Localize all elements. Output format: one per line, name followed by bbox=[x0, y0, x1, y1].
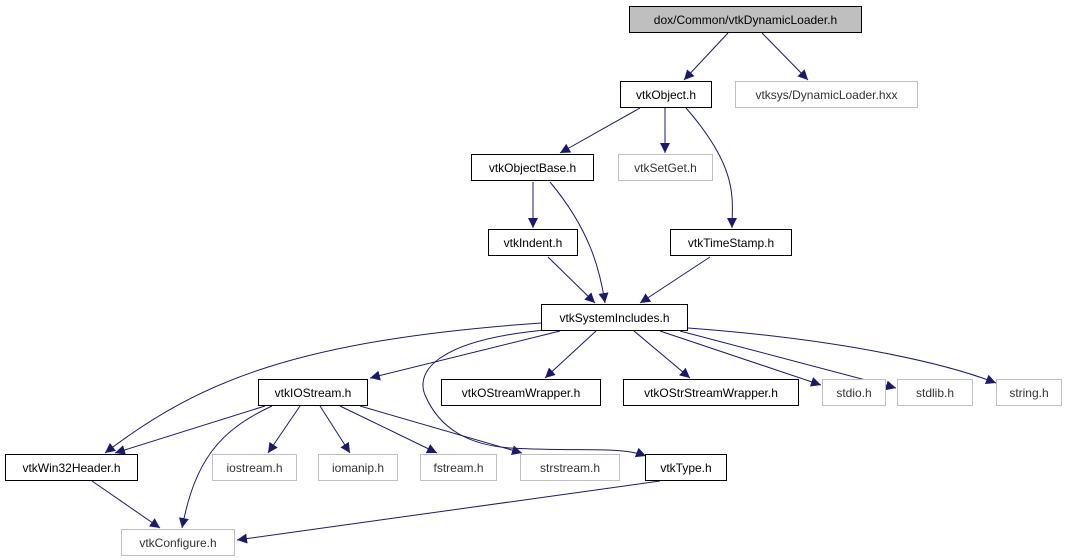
node-vtkostrstreamwrapper[interactable]: vtkOStrStreamWrapper.h bbox=[623, 379, 799, 406]
edge-root-vtksys bbox=[761, 32, 809, 81]
edge-iostream-iostreamh bbox=[267, 405, 301, 454]
edge-timestamp-systemincludes bbox=[639, 256, 711, 304]
edge-root-vtkobject bbox=[683, 32, 729, 81]
node-vtktype[interactable]: vtkType.h bbox=[645, 454, 727, 481]
edge-iostream-win32header bbox=[114, 405, 266, 455]
node-root[interactable]: dox/Common/vtkDynamicLoader.h bbox=[629, 6, 862, 33]
edge-iostream-fstream bbox=[339, 405, 438, 454]
node-vtkiostream[interactable]: vtkIOStream.h bbox=[258, 379, 368, 406]
node-vtkobject[interactable]: vtkObject.h bbox=[620, 81, 712, 108]
edge-iostream-strstream bbox=[359, 405, 523, 456]
node-vtksys-dynamicloader: vtksys/DynamicLoader.hxx bbox=[735, 81, 918, 108]
edge-systemincludes-stdlib bbox=[679, 330, 897, 391]
node-stdio: stdio.h bbox=[822, 379, 886, 406]
node-vtksetget: vtkSetGet.h bbox=[618, 154, 713, 181]
edge-vtkobject-objectbase bbox=[559, 107, 641, 154]
node-iostream: iostream.h bbox=[212, 454, 297, 481]
node-vtkostreamwrapper[interactable]: vtkOStreamWrapper.h bbox=[441, 379, 601, 406]
node-fstream: fstream.h bbox=[420, 454, 497, 481]
edge-systemincludes-iostream bbox=[369, 330, 561, 381]
edge-systemincludes-win32header bbox=[104, 322, 542, 454]
node-vtkindent[interactable]: vtkIndent.h bbox=[488, 229, 578, 256]
edge-win32header-configure bbox=[91, 480, 161, 529]
edge-systemincludes-stdio bbox=[659, 330, 822, 387]
edge-systemincludes-string bbox=[687, 327, 997, 385]
node-stdlib: stdlib.h bbox=[897, 379, 973, 406]
node-string: string.h bbox=[996, 379, 1062, 406]
node-vtkobjectbase[interactable]: vtkObjectBase.h bbox=[471, 154, 594, 181]
edge-indent-systemincludes bbox=[547, 256, 596, 304]
node-vtksystemincludes[interactable]: vtkSystemIncludes.h bbox=[541, 304, 688, 331]
edge-iostream-iomanip bbox=[319, 405, 351, 454]
edge-vtktype-configure bbox=[236, 480, 661, 544]
node-vtktimestamp[interactable]: vtkTimeStamp.h bbox=[670, 229, 792, 256]
edge-vtkobject-timestamp bbox=[685, 107, 738, 229]
edge-iostream-configure bbox=[178, 405, 273, 529]
edge-systemincludes-ostrstreamwrapper bbox=[633, 330, 691, 379]
node-vtkconfigure: vtkConfigure.h bbox=[121, 529, 235, 556]
edge-systemincludes-ostreamwrapper bbox=[544, 330, 597, 379]
node-iomanip: iomanip.h bbox=[318, 454, 398, 481]
node-strstream: strstream.h bbox=[520, 454, 620, 481]
node-vtkwin32header[interactable]: vtkWin32Header.h bbox=[5, 454, 138, 481]
edge-systemincludes-vtktype bbox=[422, 329, 647, 458]
edge-objectbase-systemincludes bbox=[549, 181, 609, 304]
